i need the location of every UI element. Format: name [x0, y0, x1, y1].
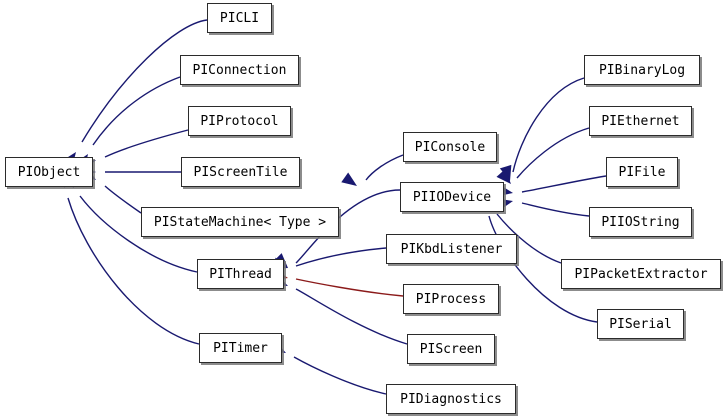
class-node-label: PIThread — [209, 266, 272, 282]
class-node-PIBinaryLog[interactable]: PIBinaryLog — [584, 55, 700, 85]
class-node-label: PITimer — [213, 340, 268, 356]
edge-PIProtocol-to-PIObject — [104, 129, 189, 158]
edge-PIProcess-to-PIThread — [295, 278, 404, 297]
edge-PIConsole-to-PIIODevice — [365, 154, 404, 181]
edge-PIStateMachine-to-PIObject — [104, 185, 142, 214]
class-node-PIStateMachine[interactable]: PIStateMachine< Type > — [141, 207, 339, 237]
class-node-PIFile[interactable]: PIFile — [606, 157, 678, 187]
class-node-label: PIConnection — [192, 62, 287, 78]
class-node-label: PIConsole — [414, 139, 486, 155]
class-node-label: PIPacketExtractor — [574, 266, 708, 282]
class-node-PIKbdListener[interactable]: PIKbdListener — [386, 234, 517, 264]
class-node-PIIODevice[interactable]: PIIODevice — [400, 182, 504, 212]
class-node-label: PICLI — [219, 10, 260, 26]
class-node-PIScreen[interactable]: PIScreen — [407, 334, 495, 364]
class-node-PIEthernet[interactable]: PIEthernet — [589, 106, 692, 136]
class-node-label: PISerial — [609, 316, 672, 332]
class-node-label: PIProcess — [415, 291, 487, 307]
class-node-PITimer[interactable]: PITimer — [199, 333, 282, 363]
class-node-label: PIBinaryLog — [598, 62, 686, 78]
class-node-PIConnection[interactable]: PIConnection — [180, 55, 299, 85]
edge-PIScreen-to-PIThread — [295, 288, 408, 345]
arrowhead-PIBinaryLog-to-PIIODevice — [499, 164, 512, 181]
class-node-label: PIIOString — [601, 214, 680, 230]
class-node-label: PIEthernet — [601, 113, 680, 129]
class-node-label: PIFile — [618, 164, 666, 180]
class-node-label: PIKbdListener — [400, 241, 503, 257]
class-node-label: PIScreenTile — [193, 164, 288, 180]
edge-PIIOString-to-PIIODevice — [521, 202, 590, 217]
class-node-PISerial[interactable]: PISerial — [597, 309, 684, 339]
class-node-PIProtocol[interactable]: PIProtocol — [188, 106, 291, 136]
class-node-label: PIIODevice — [412, 189, 492, 205]
class-node-PICLI[interactable]: PICLI — [207, 3, 272, 33]
class-node-PIConsole[interactable]: PIConsole — [403, 132, 497, 162]
class-node-label: PIDiagnostics — [400, 391, 502, 407]
class-node-PIScreenTile[interactable]: PIScreenTile — [181, 157, 300, 187]
class-node-PIPacketExtractor[interactable]: PIPacketExtractor — [561, 259, 721, 289]
edge-PIEthernet-to-PIIODevice — [516, 127, 590, 179]
class-node-label: PIProtocol — [200, 113, 279, 129]
edge-PIDiagnostics-to-PITimer — [293, 356, 387, 395]
class-node-PIObject[interactable]: PIObject — [5, 157, 93, 187]
edge-PIConnection-to-PIObject — [92, 76, 181, 146]
class-node-PIIOString[interactable]: PIIOString — [589, 207, 692, 237]
edge-PIFile-to-PIIODevice — [521, 175, 607, 193]
class-node-label: PIObject — [17, 164, 81, 180]
edge-PIKbdListener-to-PIThread — [295, 247, 387, 267]
class-node-label: PIStateMachine< Type > — [153, 214, 327, 230]
class-node-PIDiagnostics[interactable]: PIDiagnostics — [386, 384, 516, 414]
arrowhead-PIConsole-to-PIIODevice — [341, 172, 357, 186]
class-node-PIThread[interactable]: PIThread — [197, 259, 284, 289]
class-node-PIProcess[interactable]: PIProcess — [403, 284, 499, 314]
class-node-label: PIScreen — [419, 341, 483, 357]
edge-PIBinaryLog-to-PIIODevice — [512, 77, 585, 173]
